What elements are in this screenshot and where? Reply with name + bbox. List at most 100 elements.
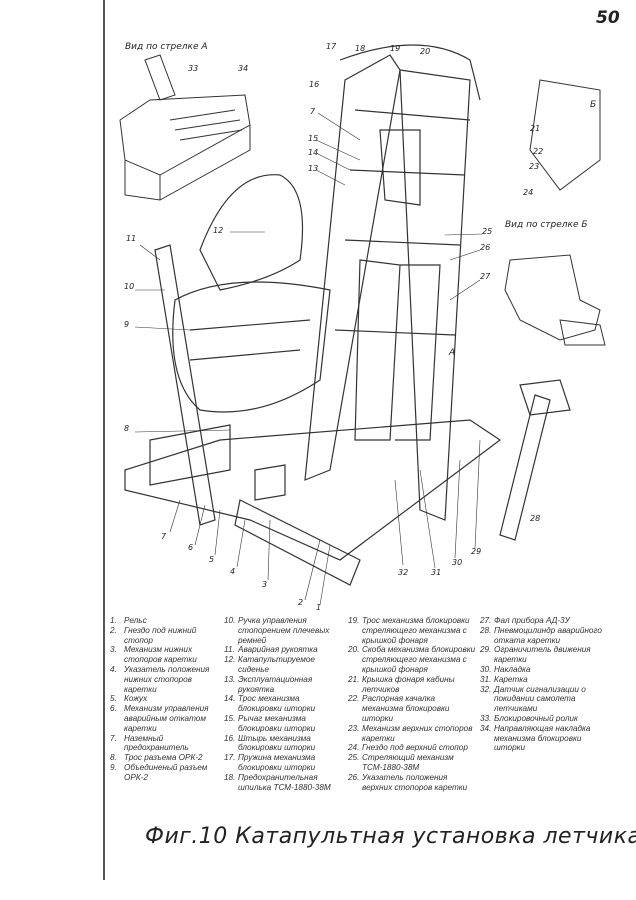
legend-number: 22.: [348, 694, 360, 704]
legend-text: Накладка: [494, 664, 531, 674]
ejection-seat-illustration: [119, 44, 606, 606]
legend-text: Объединеный разъем ОРК-2: [124, 762, 208, 782]
legend-number: 12.: [224, 655, 236, 665]
legend-text: Распорная качалка механизма блокировки ш…: [362, 694, 450, 723]
legend-item: 3.Механизм нижних стопоров каретки: [110, 645, 220, 665]
legend-text: Пружина механизма блокировки шторки: [238, 753, 316, 772]
callout-number: 22: [533, 147, 544, 156]
legend-item: 1.Рельс: [110, 616, 220, 626]
callout-number: 30: [452, 558, 463, 567]
legend-number: 11.: [224, 645, 235, 655]
callout-number: 21: [530, 124, 541, 133]
legend-text: Указатель положения верхних стопоров кар…: [362, 772, 468, 792]
legend-item: 25.Стреляющий механизм ТСМ-1880-38М: [348, 753, 476, 773]
legend-item: 9. Объединеный разъем ОРК-2: [110, 763, 220, 783]
callout-number: 26: [480, 243, 491, 252]
legend-text: Механизм управления аварийным откатом ка…: [124, 704, 209, 733]
callout-number: 7: [310, 107, 316, 116]
callout-number: 6: [188, 543, 194, 552]
legend-number: 24.: [348, 743, 360, 753]
legend-number: 32.: [480, 684, 492, 694]
legend-item: 17.Пружина механизма блокировки шторки: [224, 753, 344, 773]
callout-number: 3: [262, 580, 268, 589]
callout-number: 13: [308, 164, 319, 173]
legend-number: 26.: [348, 772, 360, 782]
legend-item: 8.Трос разъема ОРК-2: [110, 753, 220, 763]
view-a-label: Вид по стрелке А: [125, 42, 208, 52]
callout-number: 8: [124, 424, 130, 433]
seat-rails: [304, 54, 471, 521]
legend-item: 24.Гнездо под верхний стопор: [348, 743, 476, 753]
legend-number: 16.: [224, 733, 236, 743]
legend-number: 9.: [110, 762, 117, 772]
callout-number: 17: [326, 42, 337, 51]
legend-text: Скоба механизма блокировки стреляющего м…: [362, 645, 476, 674]
legend-number: 5.: [110, 694, 117, 704]
legend-number: 4.: [110, 664, 117, 674]
callout-number: 10: [124, 282, 135, 291]
callout-number: 12: [213, 226, 224, 235]
legend-number: 28.: [480, 625, 492, 635]
legend-text: Фал прибора АД-3У: [494, 616, 570, 625]
legend-number: 3.: [110, 645, 117, 655]
arrow-b-label: Б: [590, 100, 597, 110]
legend-item: 31.Каретка: [480, 675, 610, 685]
legend-text: Блокировочный ролик: [494, 713, 578, 723]
legend-number: 30.: [480, 664, 492, 674]
legend-item: 16.Штырь механизма блокировки шторки: [224, 734, 344, 754]
legend-number: 27.: [480, 616, 492, 625]
callout-number: 32: [398, 568, 409, 577]
callout-number: 15: [308, 134, 319, 143]
legend-number: 19.: [348, 616, 360, 625]
legend-text: Рычаг механизма блокировки шторки: [238, 713, 316, 733]
legend-number: 15.: [224, 713, 236, 723]
legend-text: Стреляющий механизм ТСМ-1880-38М: [362, 753, 454, 772]
legend-text: Катапультируемое сиденье: [238, 655, 315, 674]
legend-number: 17.: [224, 753, 236, 763]
legend-item: 28.Пневмоцилиндр аварийного отката карет…: [480, 626, 610, 646]
legend-text: Кожух: [124, 694, 148, 704]
callout-number: 20: [420, 47, 431, 56]
legend-item: 30.Накладка: [480, 665, 610, 675]
page-number: 50: [596, 8, 620, 28]
legend-number: 18.: [224, 772, 236, 782]
legend-number: 13.: [224, 674, 236, 684]
arrow-a-label: А: [449, 348, 456, 358]
callout-number: 1: [316, 603, 322, 612]
page-border-line: [103, 0, 105, 880]
legend-number: 10.: [224, 616, 236, 625]
callout-number: 19: [390, 44, 401, 53]
callout-number: 25: [482, 227, 493, 236]
legend-text: Механизм верхних стопоров каретки: [362, 723, 473, 743]
legend-item: 26.Указатель положения верхних стопоров …: [348, 773, 476, 793]
legend-item: 23.Механизм верхних стопоров каретки: [348, 724, 476, 744]
legend-number: 7.: [110, 733, 117, 743]
pneumatic-cylinder: [499, 394, 551, 541]
callout-number: 5: [209, 555, 215, 564]
legend-text: Каретка: [494, 674, 528, 684]
legend-text: Аварийная рукоятка: [238, 645, 318, 655]
legend-text: Пневмоцилиндр аварийного отката каретки: [494, 625, 602, 645]
legend-number: 23.: [348, 723, 360, 733]
legend-text: Рельс: [124, 616, 147, 625]
callout-number: 7: [161, 532, 167, 541]
callout-number: 18: [355, 44, 366, 53]
legend-number: 34.: [480, 723, 492, 733]
callout-number: 23: [529, 162, 540, 171]
legend-item: 5. Кожух: [110, 694, 220, 704]
canopy-outline: [339, 44, 481, 101]
seat-pan: [172, 174, 331, 413]
legend-text: Гнездо под верхний стопор: [362, 743, 468, 753]
legend-text: Трос разъема ОРК-2: [124, 753, 203, 763]
callout-number: 9: [124, 320, 130, 329]
legend-text: Наземный предохранитель: [124, 733, 189, 753]
legend-column-3: 19.Трос механизма блокировки стреляющего…: [348, 616, 476, 792]
legend-text: Предохранительная шпилька ТСМ-1880-38М: [238, 772, 331, 792]
legend-text: Направляющая накладка механизма блокиров…: [494, 723, 591, 753]
legend-number: 25.: [348, 753, 360, 763]
legend-number: 14.: [224, 694, 236, 704]
legend-text: Крышка фонаря кабины летчиков: [362, 674, 455, 694]
callout-number: 24: [523, 188, 534, 197]
callout-number: 4: [230, 567, 236, 576]
legend-text: Датчик сигнализации о покидании самолета…: [494, 684, 586, 714]
